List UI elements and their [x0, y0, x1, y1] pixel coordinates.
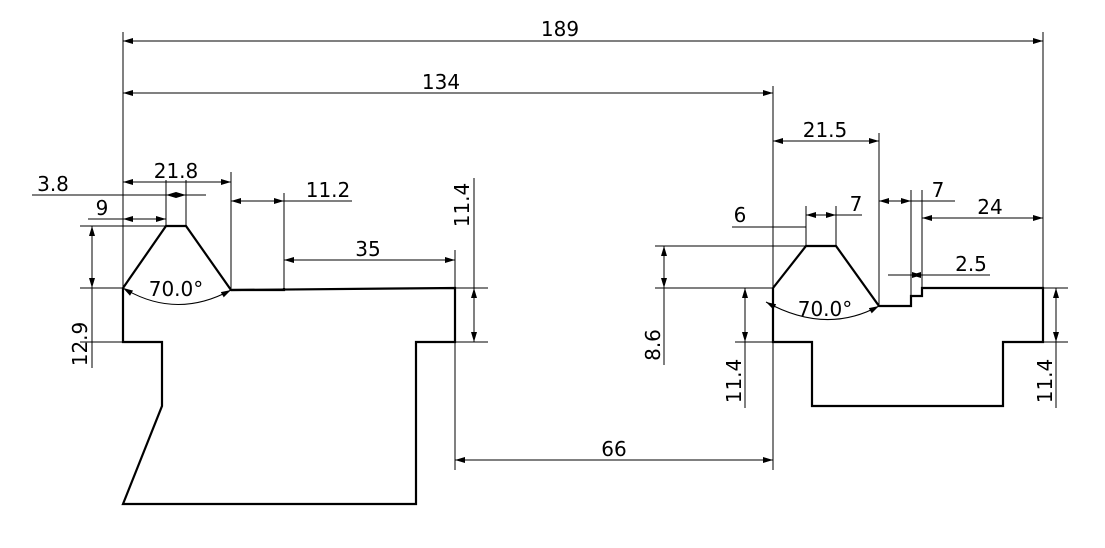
label-24: 24 — [977, 195, 1002, 219]
label-7-b: 7 — [932, 178, 945, 202]
label-21-8: 21.8 — [154, 159, 199, 183]
left-part-outline — [121, 224, 457, 506]
extension-lines — [80, 32, 1068, 470]
dimension-lines — [32, 38, 1068, 463]
label-134: 134 — [422, 70, 460, 94]
right-part-outline — [771, 244, 1045, 408]
label-11-4-mid: 11.4 — [722, 359, 746, 404]
label-7-a: 7 — [850, 192, 863, 216]
label-11-2: 11.2 — [306, 178, 351, 202]
label-35: 35 — [355, 237, 380, 261]
label-2-5: 2.5 — [955, 252, 987, 276]
label-11-4-left: 11.4 — [450, 183, 474, 228]
label-8-6: 8.6 — [641, 329, 665, 361]
label-66: 66 — [601, 437, 626, 461]
label-9: 9 — [96, 196, 109, 220]
label-3-8: 3.8 — [37, 172, 69, 196]
label-6: 6 — [734, 203, 747, 227]
label-angle-right: 70.0° — [798, 297, 853, 321]
label-11-4-right: 11.4 — [1033, 359, 1057, 404]
left-angle-arc — [122, 287, 232, 305]
label-189: 189 — [541, 17, 579, 41]
label-21-5: 21.5 — [803, 118, 848, 142]
left-notch-step — [229, 288, 286, 292]
right-angle-arc — [765, 301, 880, 320]
label-angle-left: 70.0° — [149, 277, 204, 301]
label-12-9: 12.9 — [68, 322, 92, 367]
